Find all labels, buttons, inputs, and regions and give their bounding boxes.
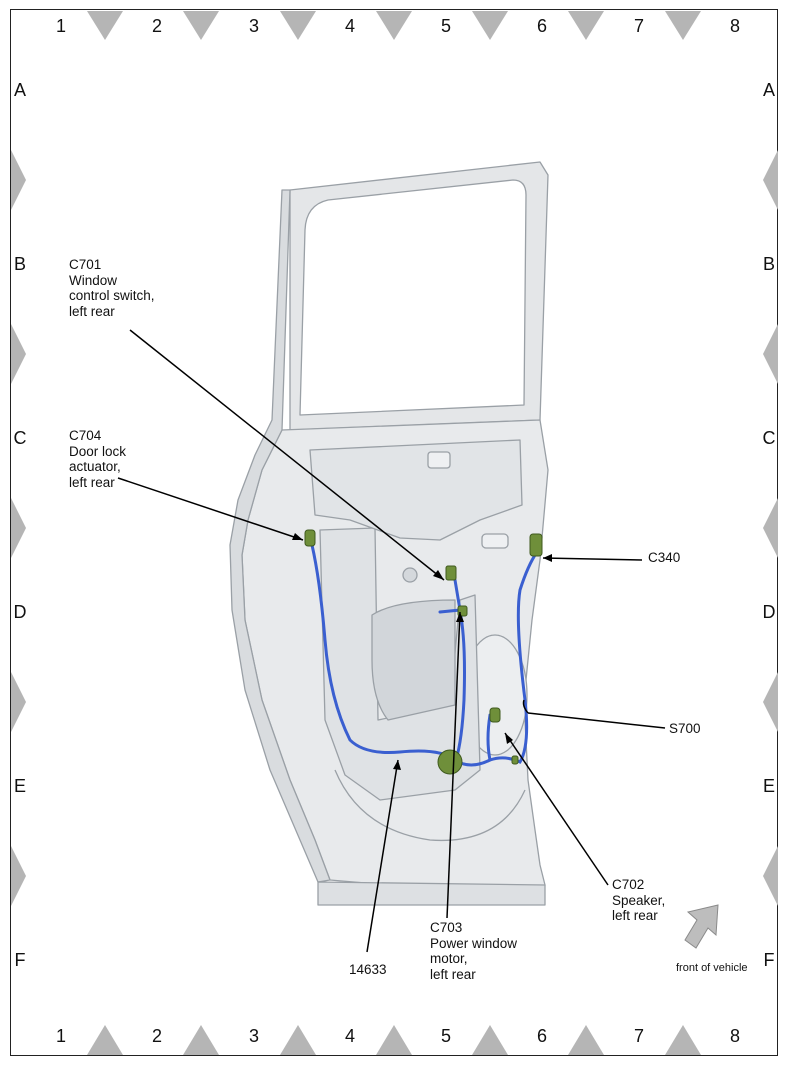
grid-col-4-top: 4 bbox=[344, 16, 355, 36]
callout-harness-14633: 14633 bbox=[349, 962, 387, 977]
grid-col-3-bottom: 3 bbox=[248, 1026, 259, 1046]
connector-c340 bbox=[529, 533, 543, 557]
grid-markers bbox=[11, 11, 778, 1055]
grid-row-d-right: D bbox=[762, 602, 776, 622]
grid-col-8-top: 8 bbox=[729, 16, 740, 36]
grid-row-e-right: E bbox=[762, 776, 775, 796]
door-illustration bbox=[229, 161, 549, 906]
grid-col-6-bottom: 6 bbox=[536, 1026, 547, 1046]
callout-c704: C704 Door lock actuator, left rear bbox=[69, 428, 127, 490]
grid-col-6-top: 6 bbox=[536, 16, 547, 36]
grid-col-2-bottom: 2 bbox=[151, 1026, 162, 1046]
callout-c703: C703 Power window motor, left rear bbox=[430, 920, 518, 982]
grid-col-1-top: 1 bbox=[55, 16, 66, 36]
grid-row-b-left: B bbox=[13, 254, 26, 274]
callout-c340: C340 bbox=[648, 550, 681, 565]
grid-col-7-bottom: 7 bbox=[633, 1026, 644, 1046]
grid-row-d-left: D bbox=[13, 602, 27, 622]
arrow-up-right-icon bbox=[684, 904, 719, 949]
grid-row-b-right: B bbox=[762, 254, 775, 274]
connector-c701 bbox=[445, 565, 457, 581]
grid-row-a-right: A bbox=[762, 80, 775, 100]
front-of-vehicle-label: front of vehicle bbox=[676, 962, 748, 974]
grid-row-f-right: F bbox=[763, 950, 775, 970]
grid-row-e-left: E bbox=[13, 776, 26, 796]
connector-c704 bbox=[304, 529, 316, 547]
grid-col-5-bottom: 5 bbox=[440, 1026, 451, 1046]
grid-row-c-right: C bbox=[762, 428, 776, 448]
connectors bbox=[304, 529, 543, 775]
leader-arrowheads bbox=[292, 533, 552, 770]
connector-c703 bbox=[437, 749, 463, 775]
grid-col-4-bottom: 4 bbox=[344, 1026, 355, 1046]
grid-row-a-left: A bbox=[13, 80, 26, 100]
callout-c702: C702 Speaker, left rear bbox=[612, 877, 666, 923]
grid-col-7-top: 7 bbox=[633, 16, 644, 36]
grid-col-1-bottom: 1 bbox=[55, 1026, 66, 1046]
grid-col-3-top: 3 bbox=[248, 16, 259, 36]
grid-col-5-top: 5 bbox=[440, 16, 451, 36]
grid-col-8-bottom: 8 bbox=[729, 1026, 740, 1046]
grid-col-2-top: 2 bbox=[151, 16, 162, 36]
callout-s700: S700 bbox=[669, 721, 701, 736]
callout-c701: C701 Window control switch, left rear bbox=[69, 257, 155, 319]
grid-row-c-left: C bbox=[13, 428, 27, 448]
connector-c702 bbox=[489, 707, 501, 723]
wiring-harness bbox=[310, 543, 539, 767]
connector-splice bbox=[511, 755, 519, 765]
leader-lines bbox=[117, 329, 666, 953]
grid-row-f-left: F bbox=[14, 950, 26, 970]
